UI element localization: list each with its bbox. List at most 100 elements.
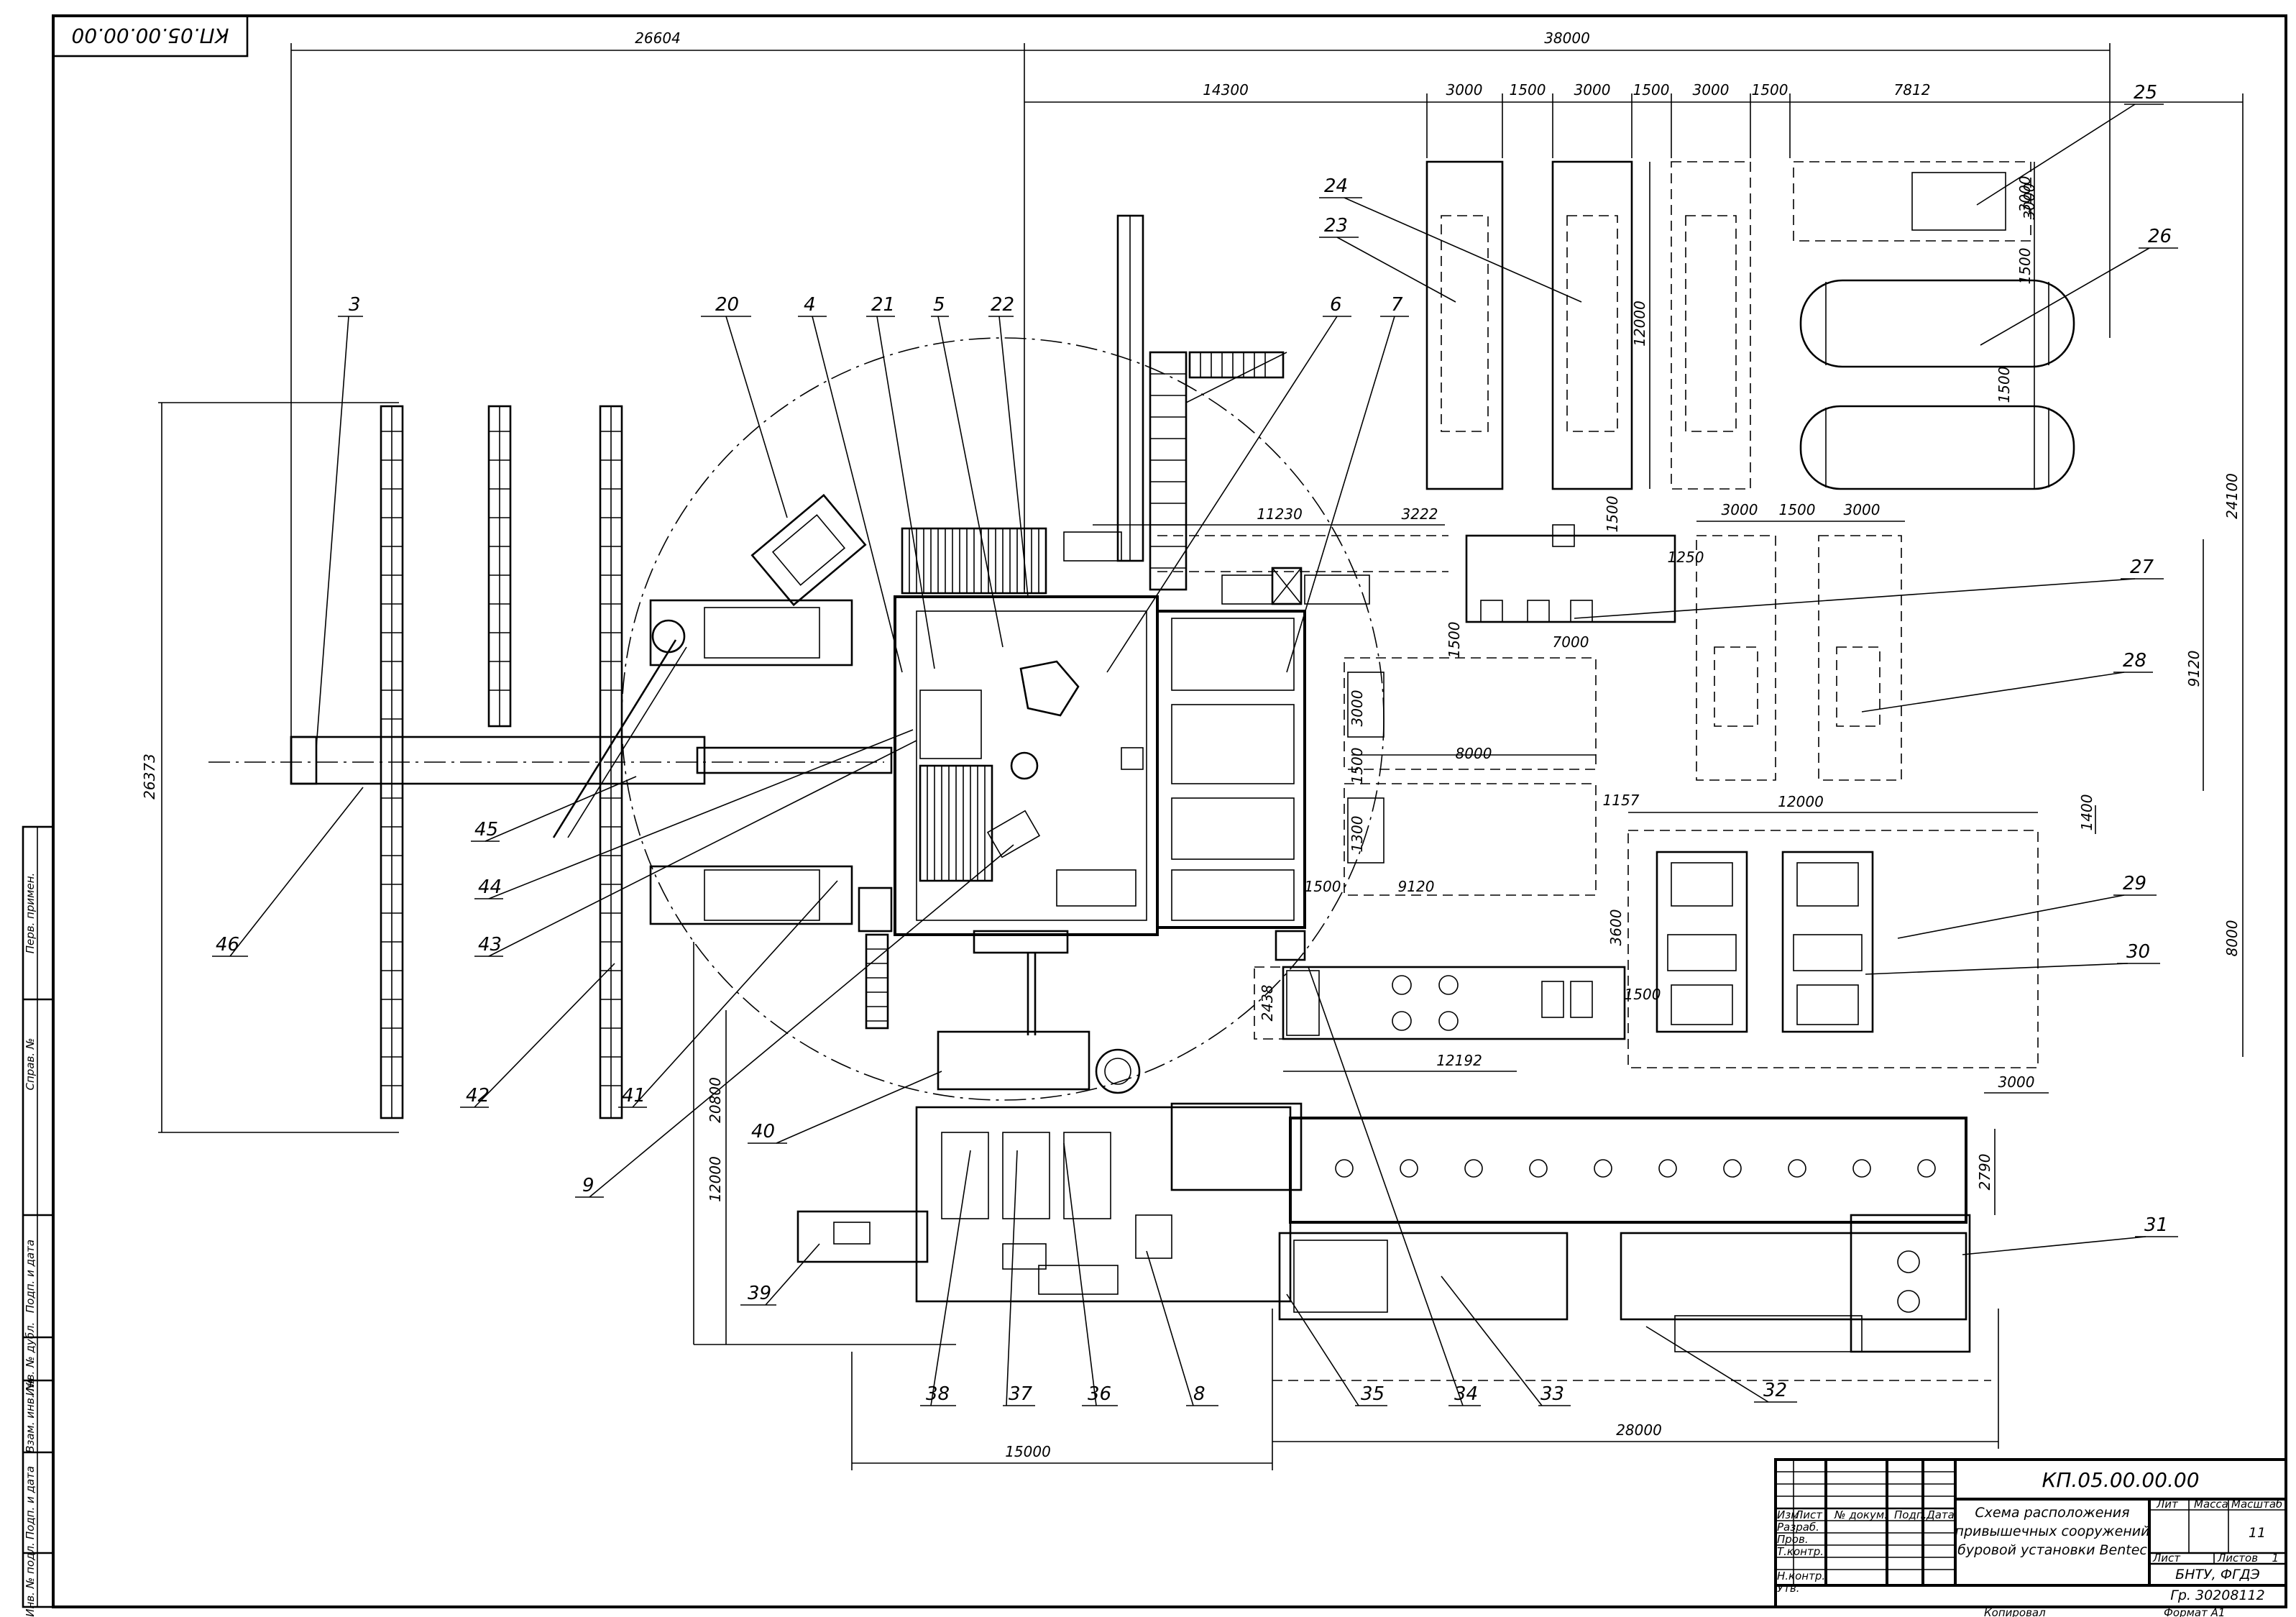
svg-text:34: 34 <box>1454 1383 1478 1405</box>
svg-text:3600: 3600 <box>1607 910 1625 946</box>
svg-text:8: 8 <box>1193 1383 1206 1405</box>
title-block: Изм Лист № докум. Подп. Дата Разраб. Про… <box>1774 1458 2287 1617</box>
svg-text:Инв. № дубл.: Инв. № дубл. <box>24 1322 37 1396</box>
svg-text:Разраб.: Разраб. <box>1777 1521 1819 1534</box>
svg-text:3000: 3000 <box>1349 690 1366 727</box>
scale-value: 11 <box>2249 1525 2266 1541</box>
svg-text:3000: 3000 <box>1844 501 1881 518</box>
svg-text:26604: 26604 <box>635 29 681 47</box>
bottom-dimensions: 15000 28000 12192 <box>851 1052 1999 1470</box>
pipe-ramps <box>552 493 867 925</box>
svg-text:1500: 1500 <box>1996 367 2013 403</box>
svg-text:1500: 1500 <box>1349 748 1366 784</box>
svg-text:1500: 1500 <box>1510 81 1546 99</box>
svg-text:32: 32 <box>1763 1380 1787 1401</box>
svg-text:Масштаб: Масштаб <box>2231 1498 2282 1511</box>
svg-text:Масса: Масса <box>2194 1498 2228 1511</box>
svg-text:1500: 1500 <box>1305 878 1341 895</box>
svg-text:26373: 26373 <box>141 753 158 800</box>
container-27: 7000 1250 1500 1500 <box>1446 496 1704 659</box>
svg-text:26: 26 <box>2148 226 2172 247</box>
svg-text:Н.контр.: Н.контр. <box>1777 1570 1825 1582</box>
svg-text:43: 43 <box>478 934 502 956</box>
svg-text:25: 25 <box>2134 82 2157 104</box>
power-modules: 12000 3600 1500 <box>1607 793 2039 1068</box>
svg-text:4: 4 <box>804 294 816 316</box>
svg-text:5: 5 <box>933 294 945 316</box>
svg-text:44: 44 <box>478 876 502 898</box>
svg-text:Перв. примен.: Перв. примен. <box>24 873 37 954</box>
code-box <box>52 14 249 58</box>
title-line-1: Схема расположения <box>1975 1505 2129 1521</box>
svg-text:6: 6 <box>1330 294 1342 316</box>
svg-text:36: 36 <box>1088 1383 1111 1405</box>
svg-text:9120: 9120 <box>2185 651 2203 687</box>
svg-text:9120: 9120 <box>1398 878 1435 895</box>
svg-text:31: 31 <box>2144 1214 2168 1236</box>
svg-text:Подп.: Подп. <box>1894 1508 1927 1521</box>
svg-text:12000: 12000 <box>1778 793 1824 810</box>
svg-text:1500: 1500 <box>1604 496 1621 533</box>
svg-text:№ докум.: № докум. <box>1834 1508 1888 1521</box>
svg-text:22: 22 <box>991 294 1014 316</box>
organization: БНТУ, ФГДЭ <box>2175 1567 2260 1582</box>
rotated-code: КП.05.00.00.00 <box>71 24 229 47</box>
svg-text:Утв.: Утв. <box>1777 1582 1800 1595</box>
svg-text:Инв. № подл.: Инв. № подл. <box>24 1542 37 1616</box>
svg-text:46: 46 <box>216 934 239 956</box>
svg-text:3000: 3000 <box>1574 81 1611 99</box>
svg-text:7812: 7812 <box>1894 81 1931 99</box>
left-dimensions: 26373 20800 12000 <box>141 402 956 1345</box>
svg-text:Листов: Листов <box>2217 1552 2258 1565</box>
svg-text:8000: 8000 <box>1456 745 1492 762</box>
svg-text:Пров.: Пров. <box>1777 1533 1809 1546</box>
svg-text:3000: 3000 <box>2021 183 2038 220</box>
svg-text:1500: 1500 <box>1779 501 1816 518</box>
svg-text:3: 3 <box>349 294 361 316</box>
callout-labels: 3 20 4 21 5 22 6 7 23 24 25 26 27 28 29 … <box>216 82 2172 1405</box>
svg-text:Лист: Лист <box>2152 1552 2181 1565</box>
svg-text:1: 1 <box>2272 1552 2279 1565</box>
callout-leaders <box>212 104 2178 1406</box>
svg-text:3000: 3000 <box>1446 81 1483 99</box>
svg-text:2438: 2438 <box>1259 985 1276 1022</box>
svg-text:30: 30 <box>2126 941 2150 963</box>
svg-text:21: 21 <box>871 294 895 316</box>
svg-text:Лист: Лист <box>1794 1508 1823 1521</box>
title-line-3: буровой установки Bentec <box>1957 1542 2147 1558</box>
svg-text:Дата: Дата <box>1926 1508 1955 1521</box>
pipe-racks <box>208 405 893 1119</box>
stair-43 <box>858 887 893 1030</box>
svg-text:Лит: Лит <box>2156 1498 2179 1511</box>
container-34: 2438 <box>1254 966 1626 1040</box>
mud-tanks <box>796 1030 1991 1381</box>
svg-text:38: 38 <box>926 1383 950 1405</box>
svg-text:9: 9 <box>582 1175 594 1196</box>
svg-text:12000: 12000 <box>1631 301 1648 347</box>
svg-text:15000: 15000 <box>1005 1443 1051 1460</box>
title-line-2: привышечных сооружений <box>1955 1524 2150 1539</box>
svg-text:24100: 24100 <box>2223 473 2241 519</box>
svg-text:Т.контр.: Т.контр. <box>1777 1545 1824 1558</box>
svg-text:1500: 1500 <box>1752 81 1788 99</box>
sheet-frame <box>52 14 2287 1608</box>
svg-text:23: 23 <box>1324 215 1348 237</box>
top-dimensions: 26604 38000 14300 3000 1500 3000 1500 30… <box>290 29 2244 777</box>
generator-containers: 8000 9120 3000 1500 1300 1157 <box>1344 657 1640 896</box>
svg-text:12000: 12000 <box>707 1156 724 1202</box>
svg-text:40: 40 <box>751 1121 775 1142</box>
svg-text:2790: 2790 <box>1976 1154 1993 1191</box>
svg-text:Копировал: Копировал <box>1984 1606 2046 1617</box>
svg-text:1157: 1157 <box>1603 792 1640 809</box>
svg-text:42: 42 <box>466 1085 490 1107</box>
svg-text:8000: 8000 <box>2223 920 2241 957</box>
svg-text:38000: 38000 <box>1544 29 1590 47</box>
svg-text:28: 28 <box>2123 650 2146 672</box>
svg-text:14300: 14300 <box>1203 81 1249 99</box>
svg-text:39: 39 <box>748 1283 771 1304</box>
svg-text:1250: 1250 <box>1668 549 1704 566</box>
svg-text:Подп. и дата: Подп. и дата <box>24 1240 37 1313</box>
svg-text:1400: 1400 <box>2078 794 2095 831</box>
right-dimensions: 24100 8000 3000 1500 1500 9120 1400 3000… <box>1976 158 2244 1215</box>
